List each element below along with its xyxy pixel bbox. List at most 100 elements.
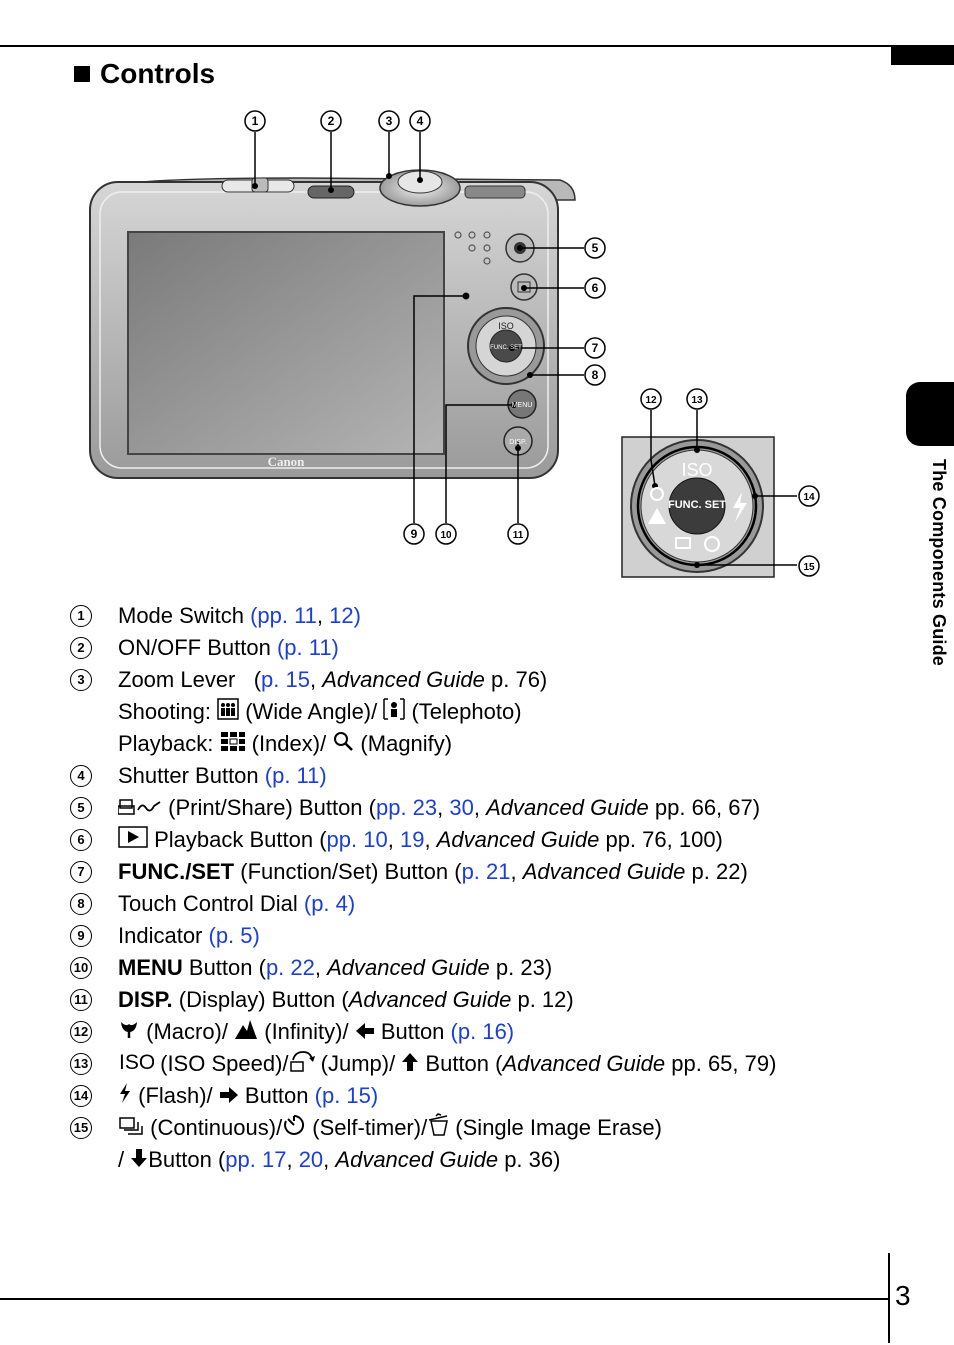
item-text-segment: (Print/Share) Button ( bbox=[162, 795, 376, 820]
page-reference-link[interactable]: (p. 4) bbox=[303, 891, 356, 916]
callout-6: 6 bbox=[584, 277, 606, 299]
page-reference-link[interactable]: pp. 17 bbox=[225, 1147, 287, 1172]
item-text-segment: pp. 65, 79) bbox=[665, 1051, 777, 1076]
item-text: Shooting: (Wide Angle)/ (Telephoto) bbox=[118, 696, 522, 729]
callout-11: 11 bbox=[507, 523, 529, 545]
svg-text:9: 9 bbox=[411, 527, 418, 541]
page-reference-link[interactable]: (pp. 11 bbox=[250, 603, 317, 628]
item-text: Touch Control Dial (p. 4) bbox=[118, 888, 355, 920]
item-number-badge: 9 bbox=[70, 925, 92, 947]
page-reference-link[interactable]: (p. 15) bbox=[314, 1083, 379, 1108]
item-text-segment: (ISO Speed)/ bbox=[154, 1051, 289, 1076]
item-text-segment: Zoom Lever ( bbox=[118, 667, 262, 692]
item-text-segment: Shooting: bbox=[118, 699, 218, 724]
svg-text:2: 2 bbox=[328, 114, 335, 128]
page-reference-link[interactable]: (p. 11) bbox=[264, 763, 327, 788]
footer-rule bbox=[0, 1298, 890, 1300]
item-text: ISO (ISO Speed)/ (Jump)/ Button (Advance… bbox=[118, 1048, 776, 1081]
item-text-segment: p. 23) bbox=[489, 955, 553, 980]
section-title-text: Controls bbox=[100, 58, 216, 89]
menu-button bbox=[507, 389, 537, 419]
section-title: Controls bbox=[74, 58, 215, 90]
footer-divider bbox=[888, 1253, 890, 1343]
item-text: (Continuous)/ (Self-timer)/ (Single Imag… bbox=[118, 1112, 662, 1146]
item-text-segment: , bbox=[387, 827, 400, 852]
callout-7: 7 bbox=[584, 337, 606, 359]
callout-14: 14 bbox=[798, 485, 820, 507]
wide-angle-icon bbox=[217, 697, 239, 729]
item-text: FUNC./SET (Function/Set) Button (p. 21, … bbox=[118, 856, 748, 888]
item-number-badge: 12 bbox=[70, 1021, 92, 1043]
item-text-segment: Advanced Guide bbox=[327, 955, 490, 980]
item-number-badge: 6 bbox=[70, 829, 92, 851]
item-text-segment: (Index)/ bbox=[245, 731, 333, 756]
arrow-left-icon bbox=[355, 1017, 375, 1049]
callout-10: 10 bbox=[435, 523, 457, 545]
page-reference-link[interactable]: (p. 11) bbox=[276, 635, 339, 660]
item-text: MENU Button (p. 22, Advanced Guide p. 23… bbox=[118, 952, 552, 984]
item-text-segment: Button ( bbox=[148, 1147, 226, 1172]
item-text-segment: (Macro)/ bbox=[140, 1019, 235, 1044]
item-text-segment: , bbox=[473, 795, 487, 820]
item-text-segment: (Wide Angle)/ bbox=[239, 699, 384, 724]
erase-icon bbox=[427, 1112, 449, 1146]
page-reference-link[interactable]: p. 21 bbox=[461, 859, 511, 884]
flash-icon bbox=[118, 1081, 132, 1113]
index-icon bbox=[220, 729, 246, 761]
item-text: Indicator (p. 5) bbox=[118, 920, 260, 952]
item-text-segment: Button ( bbox=[419, 1051, 503, 1076]
item-text: Mode Switch (pp. 11, 12) bbox=[118, 600, 361, 632]
svg-text:ISO: ISO bbox=[681, 460, 712, 480]
page-reference-link[interactable]: pp. 10 bbox=[326, 827, 388, 852]
page-reference-link[interactable]: 30 bbox=[449, 795, 474, 820]
page-reference-link[interactable]: 12) bbox=[329, 603, 361, 628]
header-tab-marker bbox=[891, 47, 954, 65]
magnify-icon bbox=[332, 729, 354, 761]
callout-3: 3 bbox=[378, 110, 400, 132]
item-text-segment: MENU bbox=[118, 955, 183, 980]
item-text: / Button (pp. 17, 20, Advanced Guide p. … bbox=[118, 1144, 560, 1177]
list-item: 14 (Flash)/ Button (p. 15) bbox=[70, 1080, 870, 1112]
item-text-segment: , bbox=[314, 955, 328, 980]
page-reference-link[interactable]: pp. 23 bbox=[375, 795, 438, 820]
self-timer-icon bbox=[282, 1113, 306, 1146]
item-text: ON/OFF Button (p. 11) bbox=[118, 632, 339, 664]
page-reference-link[interactable]: (p. 5) bbox=[208, 923, 260, 948]
inset-continuous-icon bbox=[675, 537, 691, 549]
inset-macro-icon bbox=[650, 487, 664, 501]
page-reference-link[interactable]: (p. 16) bbox=[450, 1019, 515, 1044]
page-reference-link[interactable]: p. 22 bbox=[265, 955, 315, 980]
item-text-segment: Advanced Guide bbox=[436, 827, 600, 852]
page-reference-link[interactable]: p. 15 bbox=[261, 667, 310, 692]
item-text: (Flash)/ Button (p. 15) bbox=[118, 1080, 378, 1113]
page-reference-link[interactable]: 20 bbox=[298, 1147, 324, 1172]
callout-5: 5 bbox=[584, 237, 606, 259]
callout-9: 9 bbox=[403, 523, 425, 545]
svg-text:DISP.: DISP. bbox=[509, 439, 526, 446]
svg-text:6: 6 bbox=[592, 281, 599, 295]
callout-8: 8 bbox=[584, 364, 606, 386]
item-text-segment: Advanced Guide bbox=[502, 1051, 666, 1076]
item-text-segment: p. 22) bbox=[685, 859, 748, 884]
telephoto-icon bbox=[383, 697, 406, 729]
macro-icon bbox=[118, 1017, 140, 1049]
side-tab-marker bbox=[906, 382, 954, 446]
svg-text:5: 5 bbox=[592, 241, 599, 255]
item-text-segment: p. 12) bbox=[511, 987, 574, 1012]
infinity-icon bbox=[234, 1017, 258, 1049]
item-text: (Print/Share) Button (pp. 23, 30, Advanc… bbox=[117, 792, 760, 825]
bullet-square-icon bbox=[74, 66, 90, 82]
item-text-segment: Advanced Guide bbox=[335, 1147, 499, 1172]
item-number-badge: 14 bbox=[70, 1085, 92, 1107]
svg-text:3: 3 bbox=[386, 114, 393, 128]
item-text-segment: Playback: bbox=[118, 731, 220, 756]
item-number-badge: 8 bbox=[70, 893, 92, 915]
item-text-segment: , bbox=[424, 827, 437, 852]
page-reference-link[interactable]: 19 bbox=[399, 827, 425, 852]
item-text-segment: (Telephoto) bbox=[405, 699, 522, 724]
svg-text:1: 1 bbox=[252, 114, 259, 128]
